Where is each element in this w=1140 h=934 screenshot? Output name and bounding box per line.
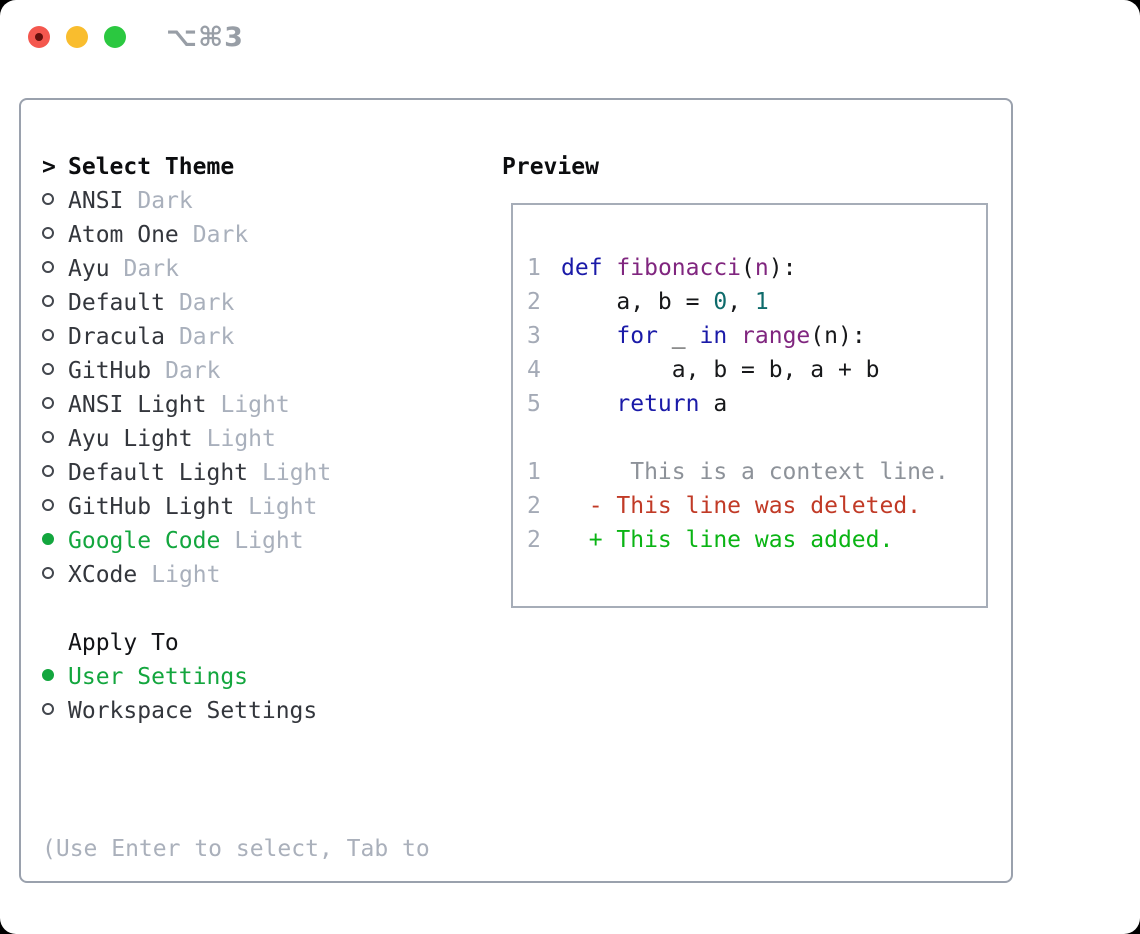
preview-code-line: 4 a, b = b, a + b (527, 353, 986, 387)
close-button[interactable] (28, 26, 50, 48)
radio-icon (42, 669, 54, 681)
theme-item-ayu-dark[interactable]: Ayu Dark (42, 252, 430, 286)
radio-icon (42, 295, 54, 307)
minimize-button[interactable] (66, 26, 88, 48)
apply-to-header: Apply To (68, 630, 179, 656)
radio-icon (42, 227, 54, 239)
radio-icon (42, 329, 54, 341)
selection-caret-icon: > (42, 154, 56, 180)
preview-title: Preview (502, 154, 599, 180)
theme-item-default-light-light[interactable]: Default Light Light (42, 456, 430, 490)
line-number: 2 (527, 289, 541, 315)
preview-code-line: 5 return a (527, 387, 986, 421)
line-number: 5 (527, 391, 541, 417)
preview-added-line: 2 + This line was added. (527, 523, 986, 557)
radio-icon (42, 567, 54, 579)
help-line-1: (Use Enter to select, Tab to (42, 836, 430, 862)
theme-item-ansi-dark[interactable]: ANSI Dark (42, 184, 430, 218)
radio-icon (42, 363, 54, 375)
theme-item-github-light-light[interactable]: GitHub Light Light (42, 490, 430, 524)
apply-to-list: User Settings Workspace Settings (42, 660, 430, 728)
line-number: 1 (527, 459, 541, 485)
line-number: 1 (527, 255, 541, 281)
preview-context-line: 1 This is a context line. (527, 455, 986, 489)
radio-icon (42, 193, 54, 205)
theme-item-atom-one-dark[interactable]: Atom One Dark (42, 218, 430, 252)
window-title: ⌥⌘3 (166, 22, 244, 53)
theme-selector-panel: > Select Theme ANSI Dark Atom One Dark A… (19, 98, 1013, 883)
line-number (527, 421, 561, 455)
radio-icon (42, 703, 54, 715)
theme-item-xcode-light[interactable]: XCode Light (42, 558, 430, 592)
preview-blank-line (527, 421, 986, 455)
radio-icon (42, 431, 54, 443)
radio-icon (42, 261, 54, 273)
select-theme-header: > Select Theme (42, 150, 430, 184)
line-number: 2 (527, 527, 541, 553)
apply-option-workspace-settings[interactable]: Workspace Settings (42, 694, 430, 728)
radio-icon (42, 533, 54, 545)
preview-code-line: 3 for _ in range(n): (527, 319, 986, 353)
select-theme-title: Select Theme (68, 154, 235, 180)
theme-item-dracula-dark[interactable]: Dracula Dark (42, 320, 430, 354)
radio-icon (42, 465, 54, 477)
theme-item-google-code-light[interactable]: Google Code Light (42, 524, 430, 558)
zoom-button[interactable] (104, 26, 126, 48)
theme-item-ansi-light-light[interactable]: ANSI Light Light (42, 388, 430, 422)
apply-option-user-settings[interactable]: User Settings (42, 660, 430, 694)
preview-code-line: 2 a, b = 0, 1 (527, 285, 986, 319)
line-number: 4 (527, 357, 541, 383)
theme-item-github-dark[interactable]: GitHub Dark (42, 354, 430, 388)
theme-item-default-dark[interactable]: Default Dark (42, 286, 430, 320)
theme-item-ayu-light-light[interactable]: Ayu Light Light (42, 422, 430, 456)
radio-icon (42, 397, 54, 409)
close-button-dot (35, 33, 43, 41)
radio-icon (42, 499, 54, 511)
theme-list: ANSI Dark Atom One Dark Ayu Dark Default… (42, 184, 430, 592)
theme-list-section: > Select Theme ANSI Dark Atom One Dark A… (42, 150, 430, 934)
titlebar: ⌥⌘3 (0, 0, 1140, 74)
line-number: 3 (527, 323, 541, 349)
preview-deleted-line: 2 - This line was deleted. (527, 489, 986, 523)
spacer (42, 592, 430, 626)
help-text: (Use Enter to select, Tab to change focu… (42, 762, 430, 934)
line-number: 2 (527, 493, 541, 519)
